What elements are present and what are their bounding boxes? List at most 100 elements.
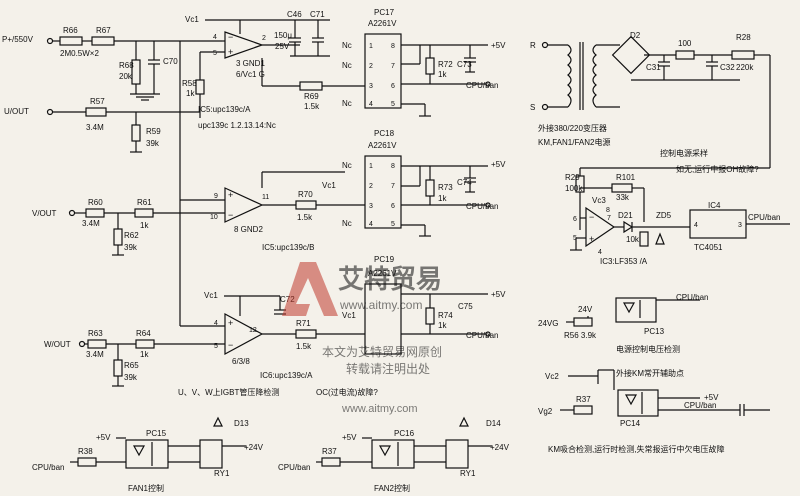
w-phase-section: W/OUT R63 3.4M R64 1k R65 39k Vc1 + − 4 …	[44, 200, 506, 397]
watermark-url2: www.aitmy.com	[341, 403, 418, 415]
ic4-mux	[689, 209, 747, 239]
r28-value: 220k	[736, 63, 754, 72]
r60-resistor	[85, 208, 105, 218]
r37-label-a: R37	[576, 395, 591, 404]
oc-fault-caption: OC(过电流)故障?	[316, 387, 378, 397]
pc14-cpu-ban-label: CPU/ban	[684, 401, 716, 410]
d2-label: D2	[630, 31, 641, 40]
r57-label: R57	[90, 97, 105, 106]
ic4-pin3: 3	[738, 222, 742, 229]
r57-value: 3.4M	[86, 123, 104, 132]
c46-value: 150μ	[274, 31, 292, 40]
transformer-caption2: KM,FAN1/FAN2电源	[538, 137, 610, 147]
r71-label: R71	[296, 319, 311, 328]
opamp-ic3a	[585, 206, 616, 248]
relay-ry1-fan2	[445, 439, 469, 469]
transformer-section: R S 外接380/220变压器 KM,FAN1/FAN2电源 D2 100 R…	[530, 31, 790, 266]
r58-label: R58	[182, 79, 197, 88]
supply-detect-caption: 电源控制电压检测	[616, 344, 680, 354]
pc17-cpu-ban-label: CPU/ban	[466, 81, 498, 90]
optocoupler-pc13	[615, 297, 657, 323]
r70-resistor	[295, 200, 317, 210]
r28-label: R28	[736, 33, 751, 42]
pc18-nc1: Nc	[342, 161, 352, 170]
r100-label: 100	[678, 39, 692, 48]
c32-label: C32	[720, 63, 735, 72]
relay-ry1-fan1	[199, 439, 223, 469]
r64-label: R64	[136, 329, 151, 338]
r70-label: R70	[298, 190, 313, 199]
transformer-primary	[567, 44, 572, 108]
r61-label: R61	[137, 198, 152, 207]
ic3a-plus-sign: +	[589, 234, 594, 244]
optocoupler-pc17	[364, 33, 402, 109]
r69-value: 1.5k	[304, 102, 320, 111]
pc18-pin7: 7	[391, 183, 395, 190]
zd5-label: ZD5	[656, 211, 672, 220]
pc18-pin8: 8	[391, 163, 395, 170]
ic5a-pin5: 5	[213, 50, 217, 57]
vc1-label-b: Vc1	[322, 181, 336, 190]
ic5a-label: IC5:upc139c/A	[198, 105, 251, 114]
r28-resistor	[731, 50, 755, 60]
oh-fault-caption: 如无,运行中报OH故障?	[676, 164, 759, 174]
r73-label: R73	[438, 183, 453, 192]
pc17-pin2: 2	[369, 63, 373, 70]
watermark-logo	[282, 262, 338, 316]
r66-resistor	[59, 36, 83, 46]
r-terminal: R	[530, 41, 536, 50]
pc19-label: PC19	[374, 255, 395, 264]
r29-label: R29	[565, 173, 580, 182]
comparator-ic5a	[224, 31, 264, 59]
r61-resistor	[134, 208, 154, 218]
r62-resistor	[113, 228, 123, 246]
ic6a-pins: 6/3/8	[232, 357, 250, 366]
ry1-fan2-label: RY1	[460, 469, 476, 478]
r66-label: R66	[63, 26, 78, 35]
vc2-terminal: Vc2	[545, 372, 559, 381]
p-plus-terminal: P+/550V	[2, 35, 34, 44]
r63-value: 3.4M	[86, 350, 104, 359]
fan1-cpu-ban-label: CPU/ban	[32, 463, 64, 472]
s-terminal: S	[530, 103, 535, 112]
supply-detect-section: 24V 24VG R56 3.9k PC13 CPU/ban 电源控制电压检测	[538, 293, 708, 354]
r59-resistor	[131, 124, 141, 142]
pc17-5v-label: +5V	[491, 41, 506, 50]
ic6a-pin4: 4	[214, 320, 218, 327]
optocoupler-pc15	[125, 439, 169, 469]
r68-value: 20k	[119, 72, 133, 81]
c31-label: C31	[646, 63, 661, 72]
pc17-pin8: 8	[391, 43, 395, 50]
r60-label: R60	[88, 198, 103, 207]
vc1-label-c: Vc1	[204, 291, 218, 300]
vc1-label-d: Vc1	[342, 311, 356, 320]
pc17-section: C46 C71 150μ 25V R69 1.5k PC17 A2261V Nc…	[240, 8, 506, 117]
sampling-caption: 控制电源采样	[660, 148, 708, 158]
r70-value: 1.5k	[297, 213, 313, 222]
r101-resistor	[611, 183, 633, 193]
r61-value: 1k	[140, 221, 149, 230]
zener-zd5	[655, 232, 665, 245]
pc19-5v-label: +5V	[491, 290, 506, 299]
r59-label: R59	[146, 127, 161, 136]
gnd1-label: 3 GND1	[236, 59, 265, 68]
ic6a-pin12: 12	[249, 327, 257, 334]
d14-label: D14	[486, 419, 501, 428]
ic3a-pin4: 4	[598, 249, 602, 256]
watermark: 艾特贸易 www.aitmy.com 本文为艾特贸易网原创 转载请注明出处 ww…	[282, 262, 442, 415]
r69-label: R69	[304, 92, 319, 101]
fan1-caption: FAN1控制	[128, 483, 164, 493]
watermark-note1: 本文为艾特贸易网原创	[322, 344, 442, 359]
comparator-ic5b	[224, 187, 264, 223]
ic5a-minus-sign: −	[228, 32, 233, 42]
v24g-terminal: 24VG	[538, 319, 558, 328]
pc14-5v-label: +5V	[704, 393, 719, 402]
vc1-label-a: Vc1	[185, 15, 199, 24]
u-out-terminal: U/OUT	[4, 107, 29, 116]
pc17-part: A2261V	[368, 19, 397, 28]
c71-label: C71	[310, 10, 325, 19]
r71-value: 1.5k	[296, 342, 312, 351]
r60-value: 3.4M	[82, 219, 100, 228]
r56-resistor	[573, 317, 593, 327]
